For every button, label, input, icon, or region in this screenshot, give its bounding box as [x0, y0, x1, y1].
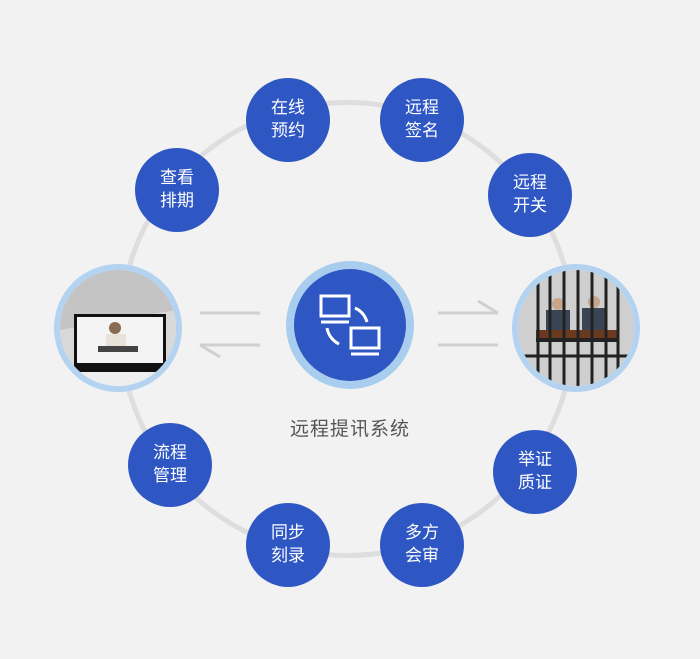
node-evidence: 举证质证: [493, 430, 577, 514]
node-label: 流程: [153, 443, 187, 463]
left-exchange-arrows-icon: [199, 311, 260, 359]
system-hub: [286, 261, 414, 389]
node-label: 签名: [405, 121, 439, 141]
node-label: 会审: [405, 546, 439, 566]
remote-screens-icon: [319, 294, 381, 356]
node-label: 同步: [271, 523, 305, 543]
node-label: 举证: [518, 450, 552, 470]
node-label: 管理: [153, 466, 187, 486]
node-label: 开关: [513, 196, 547, 216]
right-exchange-arrows-icon: [438, 300, 499, 347]
node-label: 远程: [405, 98, 439, 118]
node-online-booking: 在线预约: [246, 78, 330, 162]
node-label: 质证: [518, 473, 552, 493]
node-label: 远程: [513, 173, 547, 193]
node-label: 在线: [271, 98, 305, 118]
node-remote-signature: 远程签名: [380, 78, 464, 162]
interrogator-photo: [54, 264, 182, 392]
detention-room-photo: [512, 264, 640, 392]
node-label: 查看: [160, 168, 194, 188]
node-label: 刻录: [271, 546, 305, 566]
node-view-schedule: 查看排期: [135, 148, 219, 232]
node-process-management: 流程管理: [128, 423, 212, 507]
node-sync-recording: 同步刻录: [246, 503, 330, 587]
system-title: 远程提讯系统: [289, 418, 410, 440]
node-multi-party-review: 多方会审: [380, 503, 464, 587]
node-remote-switch: 远程开关: [488, 153, 572, 237]
node-label: 预约: [271, 121, 305, 141]
node-label: 排期: [160, 191, 194, 211]
node-label: 多方: [405, 523, 439, 543]
